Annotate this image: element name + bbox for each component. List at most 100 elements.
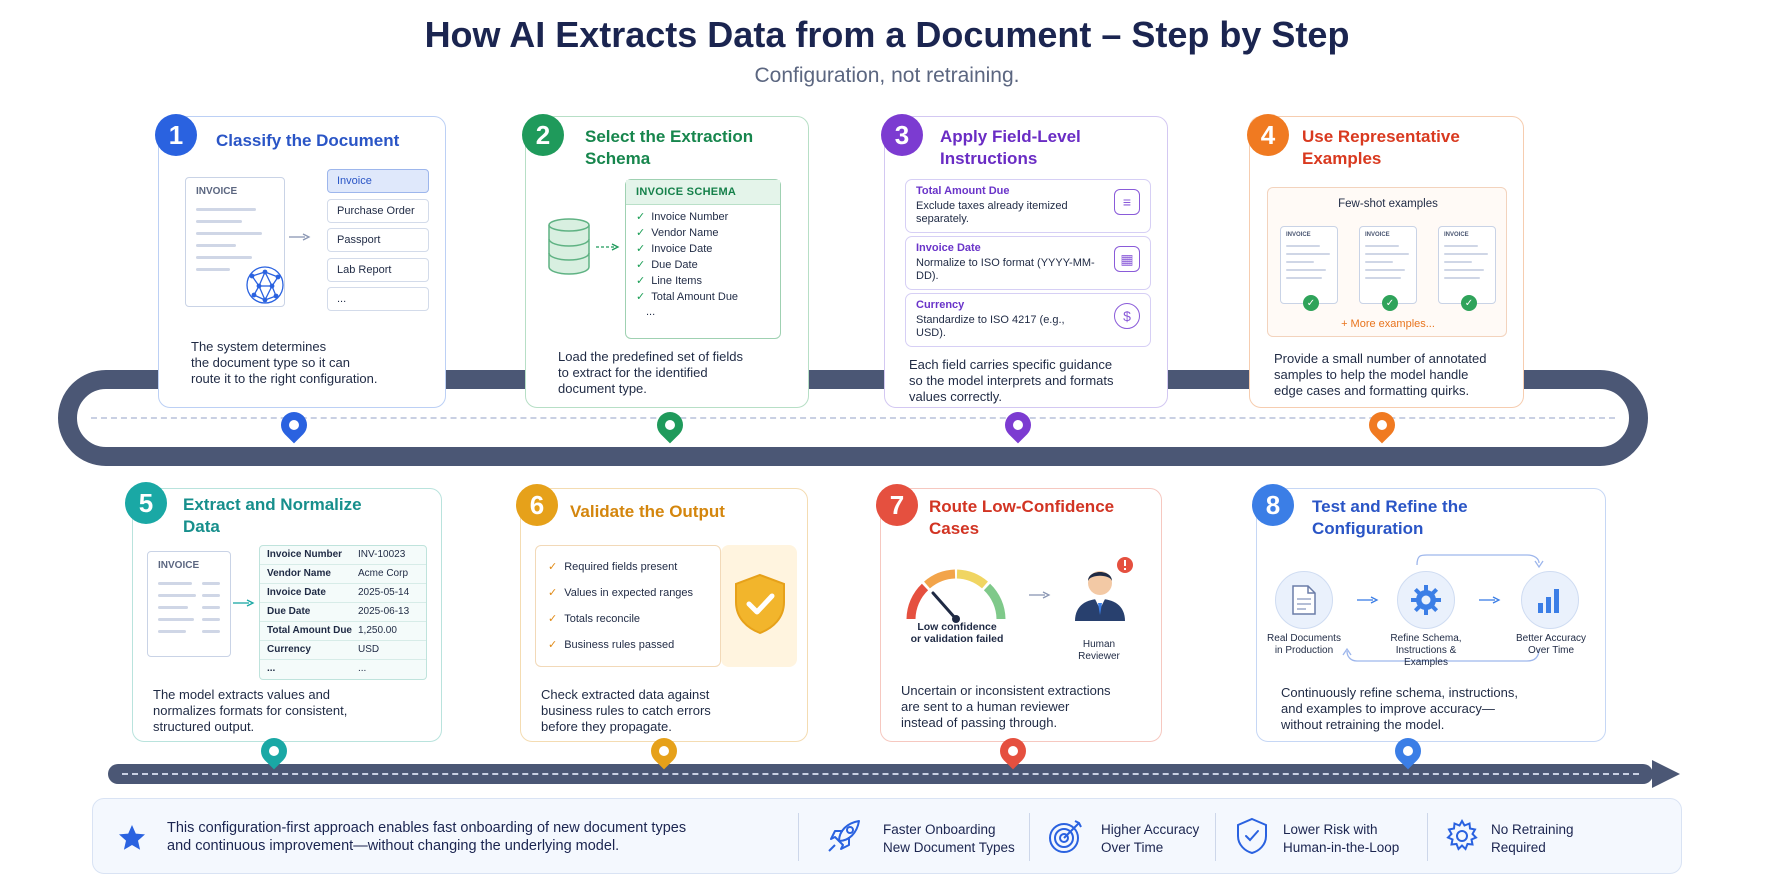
instruction-total-amount: Total Amount Due Exclude taxes already i… [905, 179, 1151, 233]
step-description: The model extracts values and normalizes… [153, 687, 348, 734]
step-title: Route Low-Confidence Cases [929, 497, 1115, 538]
document-type-list: Invoice Purchase Order Passport Lab Repo… [327, 169, 429, 319]
step-card-6: ✓Required fields present ✓Values in expe… [520, 488, 808, 742]
check-icon: ✓ [1382, 295, 1398, 311]
step-number-badge: 4 [1247, 114, 1289, 156]
example-document: INVOICE ✓ [1359, 226, 1417, 311]
step-card-1: INVOICE Invoice [158, 116, 446, 408]
shield-check-icon [735, 573, 785, 635]
schema-panel: INVOICE SCHEMA ✓Invoice Number ✓Vendor N… [625, 179, 781, 339]
step-description: Continuously refine schema, instructions… [1281, 685, 1519, 732]
step-number-badge: 6 [516, 484, 558, 526]
step-title: Test and Refine the Configuration [1312, 497, 1468, 538]
step-number-badge: 5 [125, 482, 167, 524]
road-track-bottom [108, 764, 1653, 784]
star-icon [119, 825, 145, 850]
document-mock: INVOICE [185, 177, 285, 307]
footer-summary: This configuration-first approach enable… [167, 820, 687, 854]
document-title: INVOICE [196, 186, 238, 197]
dollar-icon: $ [1114, 303, 1140, 329]
step-number-badge: 3 [881, 114, 923, 156]
type-option-invoice[interactable]: Invoice [327, 169, 429, 193]
calendar-icon: ▦ [1114, 246, 1140, 272]
comment-icon: ≡ [1114, 189, 1140, 215]
schema-field: ✓Vendor Name [636, 227, 719, 239]
instruction-currency: Currency Standardize to ISO 4217 (e.g., … [905, 293, 1151, 347]
loop-label-refine: Refine Schema,Instructions &Examples [1390, 633, 1462, 668]
validation-check: ✓Values in expected ranges [548, 587, 694, 599]
validation-check: ✓Business rules passed [548, 639, 675, 651]
road-arrow-head [1652, 760, 1680, 788]
type-option-passport[interactable]: Passport [327, 228, 429, 252]
document-stack-icon [1275, 571, 1333, 629]
step-title: Validate the Output [570, 502, 725, 521]
benefits-footer: This configuration-first approach enable… [92, 798, 1682, 874]
arrow-right-icon [1479, 596, 1501, 604]
validation-checklist: ✓Required fields present ✓Values in expe… [535, 545, 721, 667]
check-icon: ✓ [1303, 295, 1319, 311]
check-icon: ✓ [1461, 295, 1477, 311]
step-title: Apply Field-Level Instructions [940, 127, 1081, 168]
step-title: Select the Extraction Schema [585, 127, 754, 168]
page-subtitle: Configuration, not retraining. [754, 64, 1020, 87]
step-number-badge: 1 [155, 114, 197, 156]
type-option-more[interactable]: ... [327, 287, 429, 311]
step-title: Use Representative Examples [1302, 127, 1460, 168]
type-option-purchase-order[interactable]: Purchase Order [327, 199, 429, 223]
gear-icon [1397, 571, 1455, 629]
schema-field: ✓Invoice Date [636, 243, 713, 255]
step-title: Classify the Document [216, 131, 400, 150]
bar-chart-icon [1521, 571, 1579, 629]
step-description: Check extracted data against business ru… [541, 687, 711, 734]
table-row: ...... [267, 663, 367, 674]
human-reviewer-icon [1075, 557, 1133, 621]
step-title: Extract and Normalize Data [183, 495, 362, 536]
example-document: INVOICE ✓ [1280, 226, 1338, 311]
step-description: Load the predefined set of fields to ext… [558, 349, 744, 396]
step-card-3: Total Amount Due Exclude taxes already i… [884, 116, 1168, 408]
schema-field: ✓Due Date [636, 259, 698, 271]
neural-network-icon [246, 266, 284, 304]
step-number-badge: 2 [522, 114, 564, 156]
document-mock: INVOICE [147, 551, 231, 657]
step-description: The system determines the document type … [191, 339, 378, 386]
schema-field: ✓Total Amount Due [636, 291, 739, 303]
schema-field: ✓Invoice Number [636, 211, 729, 223]
step-card-4: Few-shot examples INVOICE ✓ INVOICE ✓ IN… [1249, 116, 1524, 408]
rocket-icon [825, 817, 863, 855]
validation-check: ✓Required fields present [548, 561, 678, 573]
schema-title: INVOICE SCHEMA [626, 180, 780, 205]
few-shot-panel: Few-shot examples INVOICE ✓ INVOICE ✓ IN… [1267, 187, 1507, 337]
schema-field: ... [646, 306, 656, 318]
few-shot-label: Few-shot examples [1338, 198, 1438, 210]
validation-check: ✓Totals reconcile [548, 613, 641, 625]
arrow-right-icon [1029, 591, 1051, 599]
confidence-gauge [906, 569, 1006, 623]
gear-icon [1443, 817, 1481, 855]
type-option-lab-report[interactable]: Lab Report [327, 258, 429, 282]
shield-check-icon [1233, 817, 1271, 855]
feedback-loop-arrow [1342, 554, 1544, 662]
instruction-invoice-date: Invoice Date Normalize to ISO format (YY… [905, 236, 1151, 290]
connector-arrow [233, 599, 255, 607]
more-examples-link[interactable]: + More examples... [1341, 318, 1435, 330]
step-description: Provide a small number of annotated samp… [1274, 351, 1487, 398]
step-card-2: INVOICE SCHEMA ✓Invoice Number ✓Vendor N… [525, 116, 809, 408]
step-number-badge: 7 [876, 484, 918, 526]
example-document: INVOICE ✓ [1438, 226, 1496, 311]
